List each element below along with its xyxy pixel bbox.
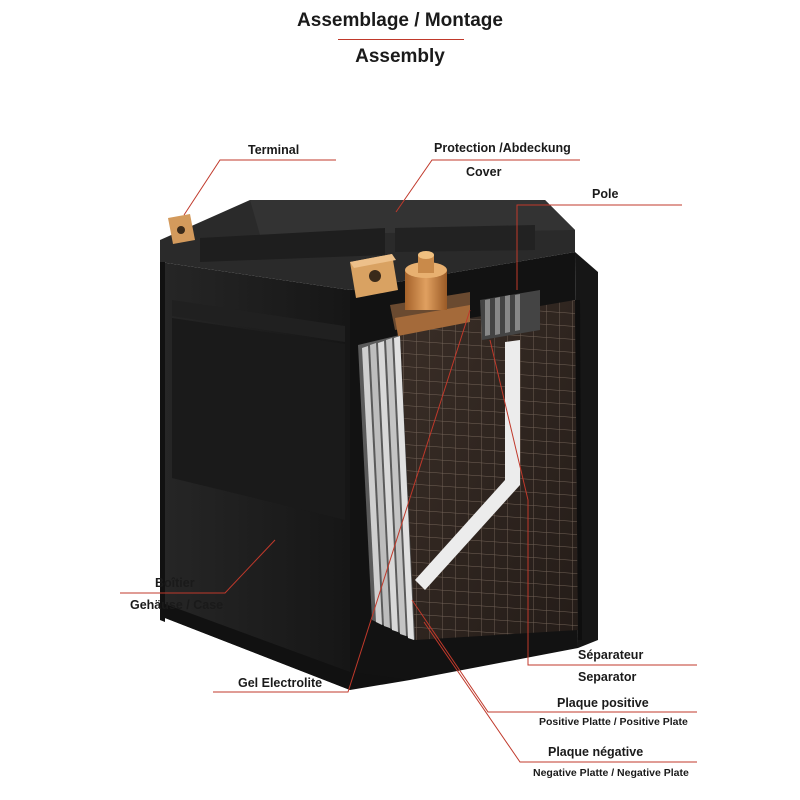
terminal-left (168, 214, 195, 244)
label-terminal: Terminal (248, 143, 300, 157)
leader-protection (395, 159, 580, 213)
plate-stack (358, 335, 415, 640)
leader-lines (120, 159, 697, 763)
label-case: Gehäuse / Case (130, 598, 224, 612)
leader-separator (489, 339, 697, 666)
label-separator: Separator (578, 670, 637, 684)
label-negative-plate: Negative Platte / Negative Plate (533, 767, 689, 779)
separator-strip (415, 340, 520, 590)
label-protection: Protection /Abdeckung (434, 141, 571, 155)
label-positive-plate: Positive Platte / Positive Plate (539, 716, 688, 728)
leader-gel (213, 309, 471, 693)
label-separateur: Séparateur (578, 648, 644, 662)
terminal-right (350, 254, 398, 298)
diagram-subtitle: Assembly (355, 46, 445, 67)
leader-plaque-neg (423, 621, 697, 763)
label-cover: Cover (466, 165, 502, 179)
leader-plaque-pos (411, 599, 697, 713)
plate-straps (390, 290, 540, 340)
title-divider (338, 39, 464, 40)
label-gel-electrolite: Gel Electrolite (238, 676, 323, 690)
leader-pole (516, 204, 682, 290)
leader-boitier (120, 539, 276, 594)
label-plaque-positive: Plaque positive (557, 696, 649, 710)
leader-terminal (183, 159, 336, 216)
label-boitier: Boîtier (155, 576, 195, 590)
label-pole: Pole (592, 187, 619, 201)
pole (405, 251, 447, 310)
diagram-title: Assemblage / Montage (297, 10, 503, 31)
cutaway-interior (358, 251, 582, 640)
label-plaque-negative: Plaque négative (548, 745, 644, 759)
